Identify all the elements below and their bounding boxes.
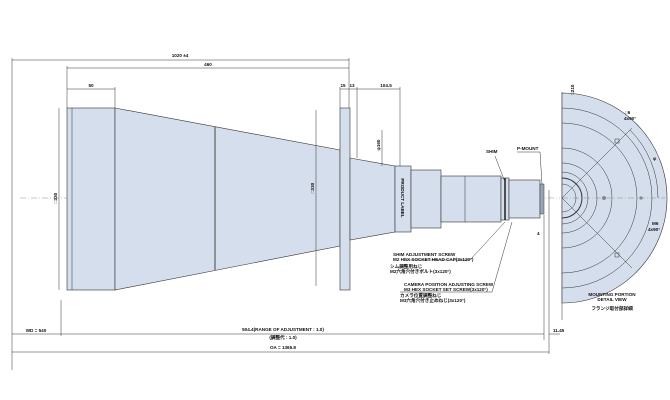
- m6-tapped-hole: [639, 196, 643, 200]
- cone-section: [114, 107, 341, 291]
- dim-460: 460: [204, 62, 212, 67]
- dim-range: 504.4(RANGE OF ADJUSTMENT : 1.0): [242, 327, 324, 332]
- detail-title-jp: フランジ取付部詳細: [591, 305, 633, 312]
- product-label: PRODUCT LABEL: [400, 178, 405, 217]
- shim-leader-line: [494, 155, 506, 183]
- detail-subtitle: DETAIL VIEW: [597, 297, 627, 302]
- m6-hole-qty: 4x90°: [648, 227, 660, 232]
- dim-15: 15: [340, 83, 346, 88]
- dim-flange-dia: □330: [310, 182, 315, 193]
- shim-screw-label-jp-2: M2六角穴付きボルト(3x120°): [390, 268, 451, 275]
- dim-front-dia: □330: [53, 192, 58, 203]
- camera-screw-label-en-1: CAMERA POSITION ADJUSTING SCREW: [404, 282, 494, 287]
- m6-hole-label: M6: [652, 221, 659, 226]
- barrel-2: [440, 175, 502, 223]
- camera-screw-label-jp-2: M3六角穴付き止めねじ(3x120°): [400, 297, 466, 304]
- dim-oa: OA = 1365.8: [270, 345, 296, 350]
- camera-screw-leader-line: [400, 221, 513, 293]
- mounting-detail-view: □210 □6 4x90° φ M6 4x90° MOUNTING PORTIO…: [561, 84, 668, 320]
- camera-screw-label-en-2: M3 HEX SOCKET SET SCREW(3x120°): [404, 287, 488, 292]
- flange: [339, 107, 351, 291]
- p-mount-label: P-MOUNT: [517, 146, 539, 151]
- hole-angle-line: [561, 197, 633, 269]
- mount-hole: [602, 196, 606, 200]
- front-barrel: [66, 107, 116, 291]
- p-mount-leader-line: [517, 151, 543, 185]
- pcd-dimension-arc: [629, 129, 659, 199]
- dim-50: 50: [88, 83, 94, 88]
- bottom-dimensions: WD = 540 504.4(RANGE OF ADJUSTMENT : 1.0…: [12, 300, 565, 354]
- dim-mount-dia: □210: [570, 84, 575, 95]
- dim-13: 13: [349, 83, 355, 88]
- hole-angle-line: [561, 127, 633, 199]
- camera-screw-label-jp-1: カメラ位置調整ねじ: [400, 292, 442, 299]
- pcd-label: φ: [653, 156, 657, 161]
- detail-title: MOUNTING PORTION: [588, 292, 636, 297]
- dim-mount-gap: 4: [537, 231, 540, 236]
- shim-screw-label-en-1: SHIM ADJUSTMENT SCREW: [393, 252, 456, 257]
- rear-body: [349, 157, 396, 241]
- dim-body-dia: φ160: [376, 139, 381, 150]
- dim-wd: WD = 540: [26, 328, 47, 333]
- lens-body: [66, 107, 545, 291]
- p-mount: [539, 183, 545, 215]
- dim-11-45: 11.45: [553, 328, 565, 333]
- shim-screw-leader-line: [406, 221, 506, 261]
- square-hole-label: □6: [625, 110, 631, 115]
- square-hole: [614, 138, 620, 144]
- shim-screw-label-jp-1: シム調整用ねじ: [390, 263, 423, 270]
- shim-screw-label-en-2: M2 HEX SOCKET HEAD CAP(3x120°): [393, 257, 474, 262]
- callouts: SHIM P-MOUNT SHIM ADJUSTMENT SCREW M2 HE…: [390, 146, 550, 340]
- dim-104-5: 104.5: [380, 83, 392, 88]
- dim-overall: 1020 ±4: [172, 53, 189, 58]
- barrel-1: [410, 169, 442, 229]
- top-dimensions: 1020 ±4 460 50 15 13 104.5 □330 □330 φ16…: [11, 53, 405, 370]
- dim-range-jp: (調整代 : 1.0): [269, 334, 297, 341]
- shim-label: SHIM: [486, 149, 498, 154]
- camera-adapter: [508, 179, 541, 219]
- square-hole: [614, 252, 620, 258]
- square-hole-qty: 4x90°: [624, 116, 636, 121]
